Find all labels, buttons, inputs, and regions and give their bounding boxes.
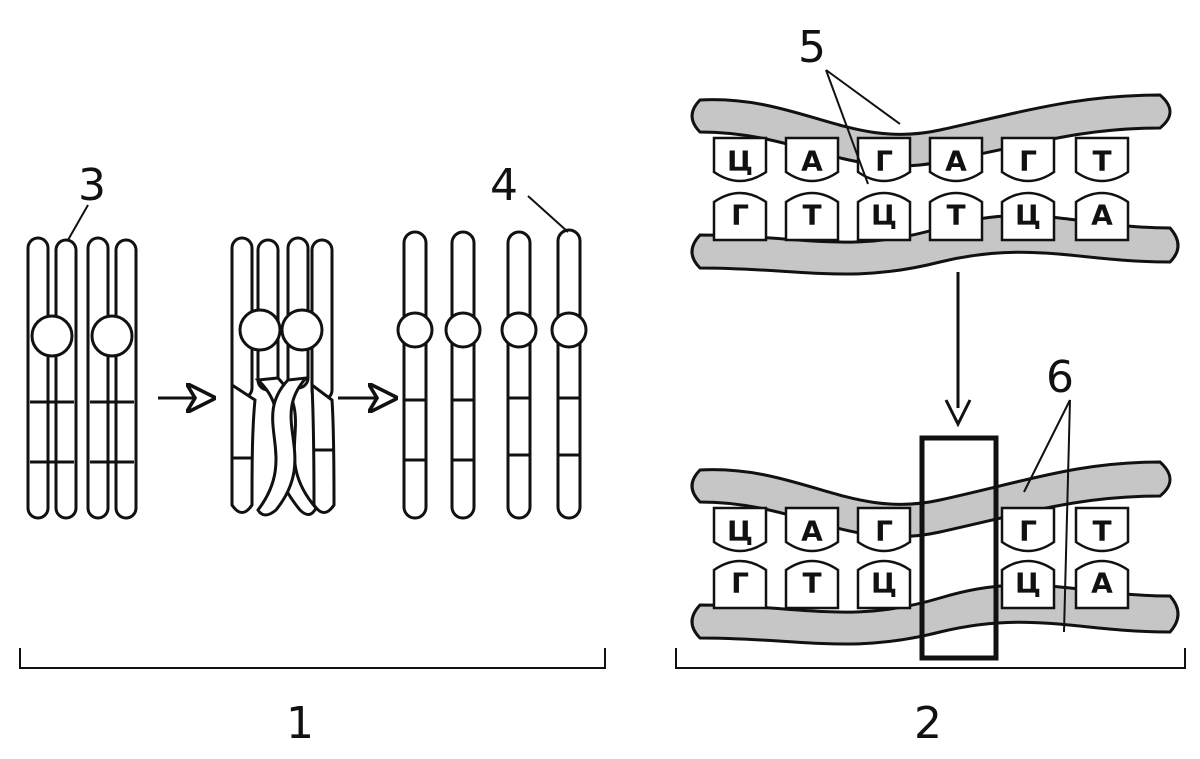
nucleotide-cap: [856, 191, 912, 242]
nucleotide-base: Ц: [1015, 567, 1041, 600]
nucleotide-base: Г: [731, 567, 749, 600]
nucleotide-cap: [712, 559, 768, 610]
nucleotide-cap: [1074, 559, 1130, 610]
nucleotide-cap: [784, 136, 840, 183]
nucleotide-base: Т: [802, 567, 821, 600]
nucleotide-cap: [784, 191, 840, 242]
nucleotide-base: Ц: [871, 199, 897, 232]
nucleotide-cap: [712, 191, 768, 242]
band-lines: [404, 396, 580, 462]
panel-1-bracket: [19, 648, 606, 669]
nucleotide-base: Ц: [871, 567, 897, 600]
nucleotide-cap: [784, 506, 840, 553]
centromere: [280, 308, 324, 352]
nucleotide-cap: [928, 136, 984, 183]
panel-1-label: 1: [286, 698, 314, 749]
band-lines: [30, 400, 134, 464]
nucleotide-base: А: [1091, 567, 1113, 600]
crossed-chromatid: [256, 376, 310, 517]
centromere: [30, 314, 74, 358]
dna-bottom: Ц А Г Г Т Г Т Ц Ц А: [690, 435, 1180, 661]
sugar-phosphate-strand-lower: [690, 214, 1180, 276]
nucleotide-base: А: [801, 145, 823, 178]
nucleotide-base: Ц: [727, 515, 753, 548]
chromatid: [450, 230, 476, 520]
nucleotide-base: А: [801, 515, 823, 548]
nucleotide-cap: [712, 506, 768, 553]
crossing-over-pair: [230, 236, 336, 517]
label-4-leader: [527, 195, 569, 233]
label-3: 3: [78, 160, 106, 211]
chromatid-4: [556, 228, 582, 520]
nucleotide-cap: [1000, 191, 1056, 242]
nucleotide-base: Г: [875, 515, 893, 548]
nucleotide-base: Т: [1092, 145, 1111, 178]
nucleotide-base: Т: [946, 199, 965, 232]
chromatid-lower: [230, 382, 257, 514]
sugar-phosphate-strand-lower: [690, 583, 1180, 646]
centromere: [396, 311, 434, 349]
nucleotide-cap: [784, 559, 840, 610]
label-6-leader: [1063, 399, 1071, 633]
base-caps: [712, 136, 1130, 242]
chromatid: [114, 238, 138, 520]
nucleotide-base: А: [1091, 199, 1113, 232]
centromere: [500, 311, 538, 349]
nucleotide-cap: [1074, 506, 1130, 553]
nucleotide-base: Г: [731, 199, 749, 232]
centromere: [238, 308, 282, 352]
centromere: [90, 314, 134, 358]
nucleotide-base: Г: [875, 145, 893, 178]
base-caps: [712, 506, 1130, 610]
band-lines: [232, 448, 334, 460]
down-arrow-icon: [944, 399, 972, 428]
separated-chromatids: [396, 228, 588, 520]
label-5-leader: [825, 69, 869, 185]
homologous-pair-before: [26, 236, 138, 520]
deletion-box: [919, 435, 999, 661]
label-6: 6: [1046, 352, 1074, 403]
nucleotide-cap: [1000, 559, 1056, 610]
base-letters: Ц А Г А Г Т Г Т Ц Т Ц А: [727, 145, 1113, 232]
dna-top: Ц А Г А Г Т Г Т Ц Т Ц А: [690, 93, 1180, 276]
chromatid: [402, 230, 428, 520]
nucleotide-cap: [856, 136, 912, 183]
nucleotide-cap: [1000, 136, 1056, 183]
nucleotide-cap: [928, 191, 984, 242]
panel-2-bracket: [675, 648, 1186, 669]
nucleotide-base: Т: [802, 199, 821, 232]
panel-2-label: 2: [914, 698, 942, 749]
label-5-leader: [825, 69, 901, 125]
label-5: 5: [798, 22, 826, 73]
chromatid: [54, 238, 78, 520]
nucleotide-cap: [856, 506, 912, 553]
nucleotide-base: Ц: [1015, 199, 1041, 232]
chromatid: [86, 236, 110, 520]
base-letters: Ц А Г Г Т Г Т Ц Ц А: [727, 515, 1113, 600]
panel-1-chromosomes: 3 4 1: [19, 160, 606, 749]
nucleotide-cap: [1074, 136, 1130, 183]
panel-2-dna: Ц А Г А Г Т Г Т Ц Т Ц А Ц А Г Г Т Г Т Ц Ц А 5 6 2: [675, 22, 1186, 749]
nucleotide-base: А: [945, 145, 967, 178]
chromatid: [26, 236, 50, 520]
nucleotide-cap: [712, 136, 768, 183]
nucleotide-cap: [1074, 191, 1130, 242]
label-4: 4: [490, 160, 518, 211]
nucleotide-base: Т: [1092, 515, 1111, 548]
nucleotide-base: Ц: [727, 145, 753, 178]
nucleotide-cap: [856, 559, 912, 610]
chromatid: [506, 230, 532, 520]
nucleotide-cap: [1000, 506, 1056, 553]
centromere: [550, 311, 588, 349]
nucleotide-base: Г: [1019, 515, 1037, 548]
nucleotide-base: Г: [1019, 145, 1037, 178]
centromere: [444, 311, 482, 349]
label-3-leader: [67, 204, 89, 241]
label-6-leader: [1023, 399, 1071, 493]
